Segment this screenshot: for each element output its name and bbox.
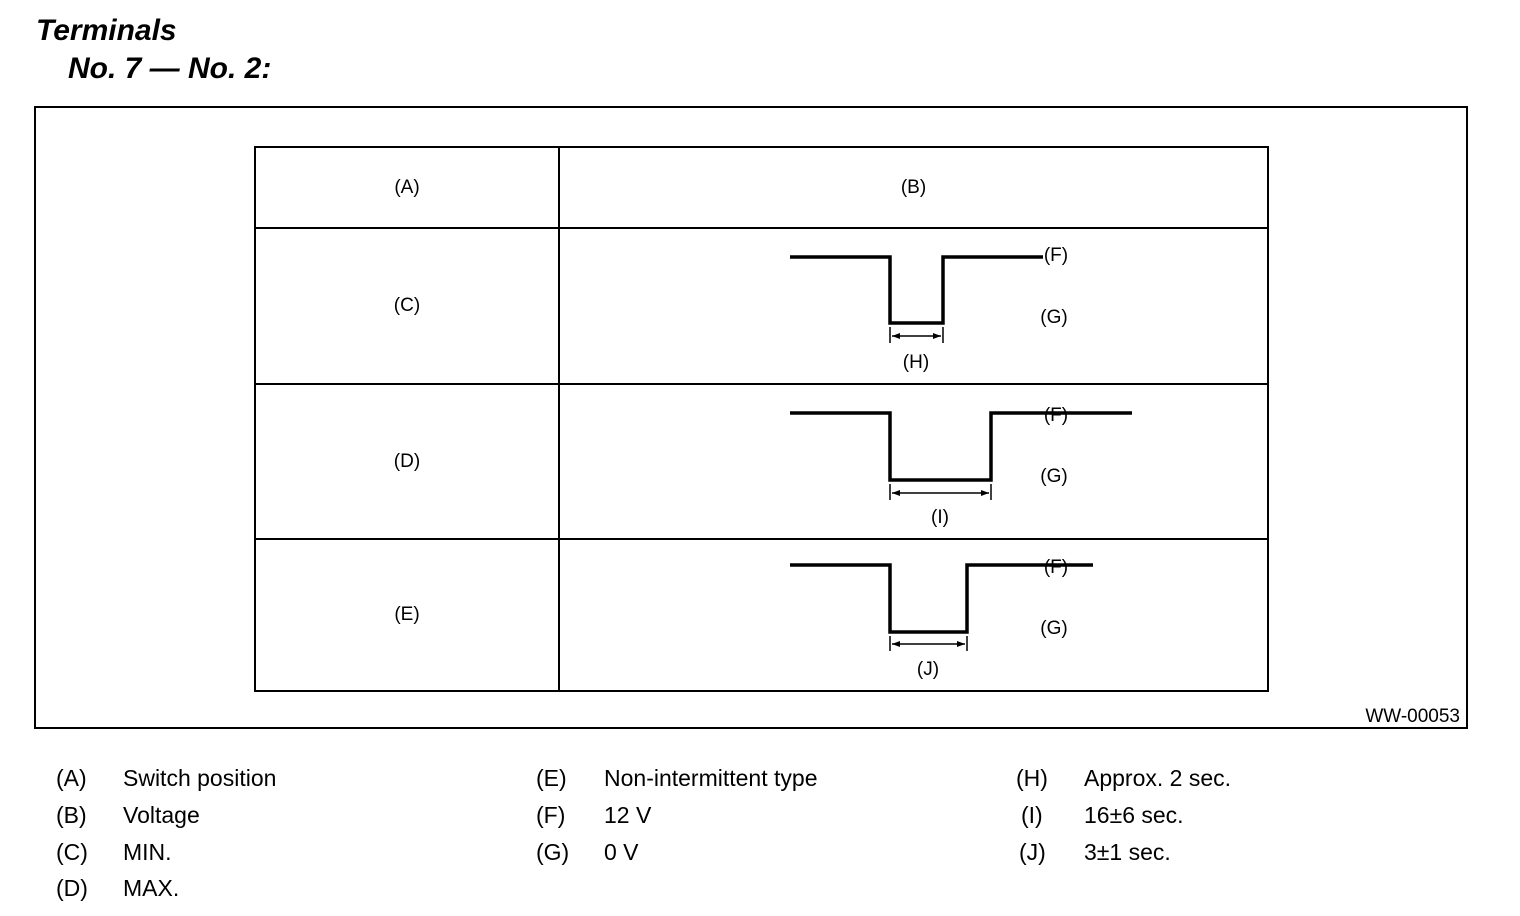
page-subtitle: No. 7 — No. 2: (68, 52, 272, 85)
header-voltage: (B) (558, 146, 1269, 229)
legend-key: (G) (536, 839, 570, 865)
duration-label: (I) (931, 507, 949, 528)
legend-value: Approx. 2 sec. (1084, 765, 1232, 791)
legend-value: MAX. (123, 875, 180, 901)
waveform-non-intermittent: (F) (G) (J) (558, 538, 1269, 692)
legend-key: (H) (1016, 765, 1048, 791)
level-high-label: (F) (1044, 245, 1068, 266)
legend-key: (B) (56, 802, 87, 828)
level-low-label: (G) (1040, 307, 1067, 328)
legend-value: 16±6 sec. (1084, 802, 1184, 828)
legend-key: (E) (536, 765, 567, 791)
row-label-min: (C) (254, 227, 560, 385)
legend-value: 0 V (604, 839, 639, 865)
waveform-max-svg: (F) (G) (I) (790, 405, 1132, 528)
arrowhead-left (892, 333, 900, 339)
pulse-line (790, 563, 1093, 634)
waveform-min-svg: (F) (G) (H) (790, 245, 1068, 373)
legend-key: (C) (56, 839, 88, 865)
arrowhead-left (892, 490, 900, 496)
page-title: Terminals (36, 14, 177, 47)
figure-code: WW-00053 (1365, 706, 1460, 727)
pulse-line (790, 255, 1043, 325)
level-low-label: (G) (1040, 466, 1067, 487)
pulse-line (790, 411, 1132, 482)
legend-key: (J) (1019, 839, 1046, 865)
arrowhead-right (957, 641, 965, 647)
legend-value: 12 V (604, 802, 652, 828)
duration-label: (J) (917, 659, 939, 680)
waveform-min: (F) (G) (H) (558, 227, 1269, 385)
waveform-table: (A) (B) (C) (F) (G) (H) (D) (F) (G) (254, 146, 1269, 692)
waveform-non-intermittent-svg: (F) (G) (J) (790, 557, 1093, 680)
legend-value: Voltage (123, 802, 200, 828)
legend-key: (A) (56, 765, 87, 791)
diagram-frame (34, 106, 1468, 729)
legend-value: MIN. (123, 839, 172, 865)
legend-value: Switch position (123, 765, 277, 791)
duration-label: (H) (903, 352, 929, 373)
header-switch-position: (A) (254, 146, 560, 229)
legend-value: 3±1 sec. (1084, 839, 1171, 865)
level-high-label: (F) (1044, 557, 1068, 578)
row-label-max: (D) (254, 383, 560, 540)
arrowhead-left (892, 641, 900, 647)
waveform-max: (F) (G) (I) (558, 383, 1269, 540)
arrowhead-right (981, 490, 989, 496)
legend-value: Non-intermittent type (604, 765, 818, 791)
legend-key: (I) (1021, 802, 1043, 828)
arrowhead-right (933, 333, 941, 339)
level-high-label: (F) (1044, 405, 1068, 426)
row-label-non-intermittent: (E) (254, 538, 560, 692)
legend-key: (D) (56, 875, 88, 901)
level-low-label: (G) (1040, 618, 1067, 639)
legend-key: (F) (536, 802, 566, 828)
